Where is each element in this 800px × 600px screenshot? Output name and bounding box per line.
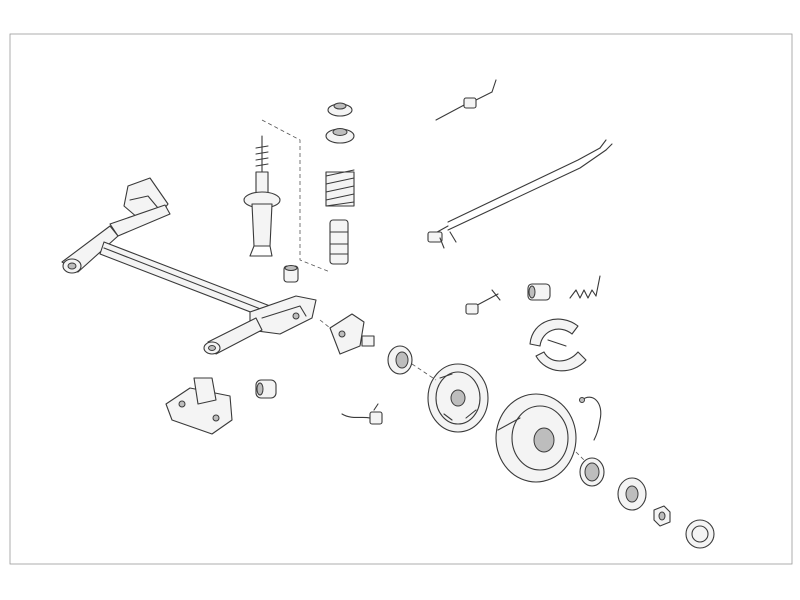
brake-shoes[interactable] — [529, 318, 587, 372]
bump-stop[interactable] — [329, 219, 349, 265]
handbrake-cable-assembly[interactable] — [427, 139, 613, 249]
abs-sensor[interactable] — [341, 403, 383, 425]
mounting-bracket[interactable] — [165, 377, 233, 435]
rear-axle-beam[interactable] — [61, 177, 317, 355]
return-spring[interactable] — [569, 275, 601, 299]
axle-seal[interactable] — [387, 345, 413, 375]
axle-nut[interactable] — [653, 505, 671, 527]
diagram-frame — [9, 33, 793, 565]
bracket-bushing[interactable] — [255, 379, 277, 399]
handbrake-cable-adjuster[interactable] — [435, 79, 497, 121]
drum-guideline — [575, 451, 585, 461]
dust-cap[interactable] — [685, 519, 715, 549]
spring-top-mount[interactable] — [327, 102, 353, 117]
hub-centerline — [411, 363, 437, 381]
brake-hose[interactable] — [579, 396, 602, 441]
coil-spring[interactable] — [325, 169, 355, 207]
wheel-cylinder[interactable] — [527, 283, 551, 301]
axle-bushing[interactable] — [283, 265, 299, 283]
brake-adjuster[interactable] — [465, 289, 501, 315]
stub-axle[interactable] — [329, 313, 375, 355]
stub-axle-guideline — [319, 319, 331, 329]
drum-seal[interactable] — [579, 457, 605, 487]
brake-drum[interactable] — [495, 393, 577, 483]
shock-absorber[interactable] — [243, 135, 281, 257]
brake-backing-plate[interactable] — [427, 363, 489, 433]
wheel-bearing[interactable] — [617, 477, 647, 511]
shock-mount-guideline — [261, 119, 331, 273]
spring-seat[interactable] — [325, 128, 355, 144]
